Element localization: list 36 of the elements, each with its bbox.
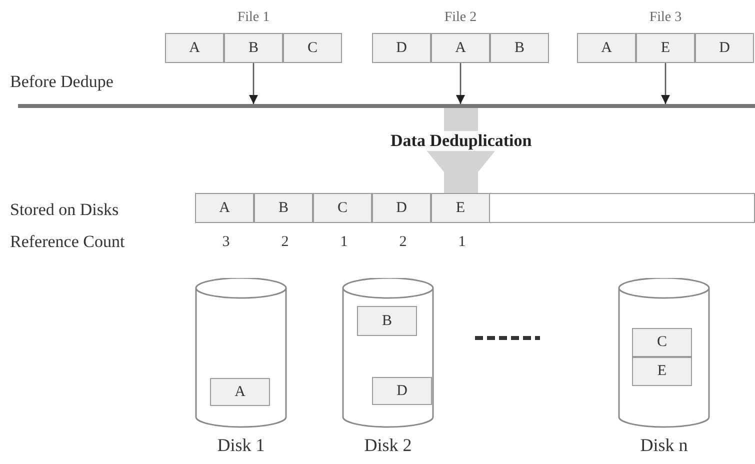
data-block: A [577, 33, 636, 63]
data-block: E [636, 33, 695, 63]
data-block: C [283, 33, 342, 63]
file-label: File 2 [443, 10, 478, 26]
reference-count: 3 [221, 234, 231, 251]
data-block: C [313, 193, 372, 223]
disk-caption: Disk 2 [363, 435, 413, 456]
reference-count: 2 [280, 234, 290, 251]
data-block: D [695, 33, 754, 63]
data-block: A [195, 193, 254, 223]
reference-count: 1 [457, 234, 467, 251]
data-block: E [632, 357, 692, 386]
file-label: File 3 [648, 10, 683, 26]
data-block: D [372, 377, 432, 405]
arrow [661, 63, 670, 104]
row-label: Stored on Disks [10, 200, 119, 220]
data-block: D [372, 33, 431, 63]
data-block: B [224, 33, 283, 63]
reference-count: 2 [398, 234, 408, 251]
arrow [456, 63, 465, 104]
data-block: A [431, 33, 490, 63]
arrow [249, 63, 258, 104]
data-block: B [254, 193, 313, 223]
data-block: E [431, 193, 490, 223]
data-block: A [210, 378, 270, 406]
data-block: D [372, 193, 431, 223]
data-block: B [357, 306, 417, 336]
row-label: Reference Count [10, 232, 125, 252]
data-block: A [165, 33, 224, 63]
data-block: B [490, 33, 549, 63]
disk-caption: Disk n [639, 435, 689, 456]
stage-label: Before Dedupe [10, 72, 114, 92]
disk-caption: Disk 1 [216, 435, 266, 456]
data-block: C [632, 328, 692, 357]
reference-count: 1 [339, 234, 349, 251]
file-label: File 1 [236, 10, 271, 26]
